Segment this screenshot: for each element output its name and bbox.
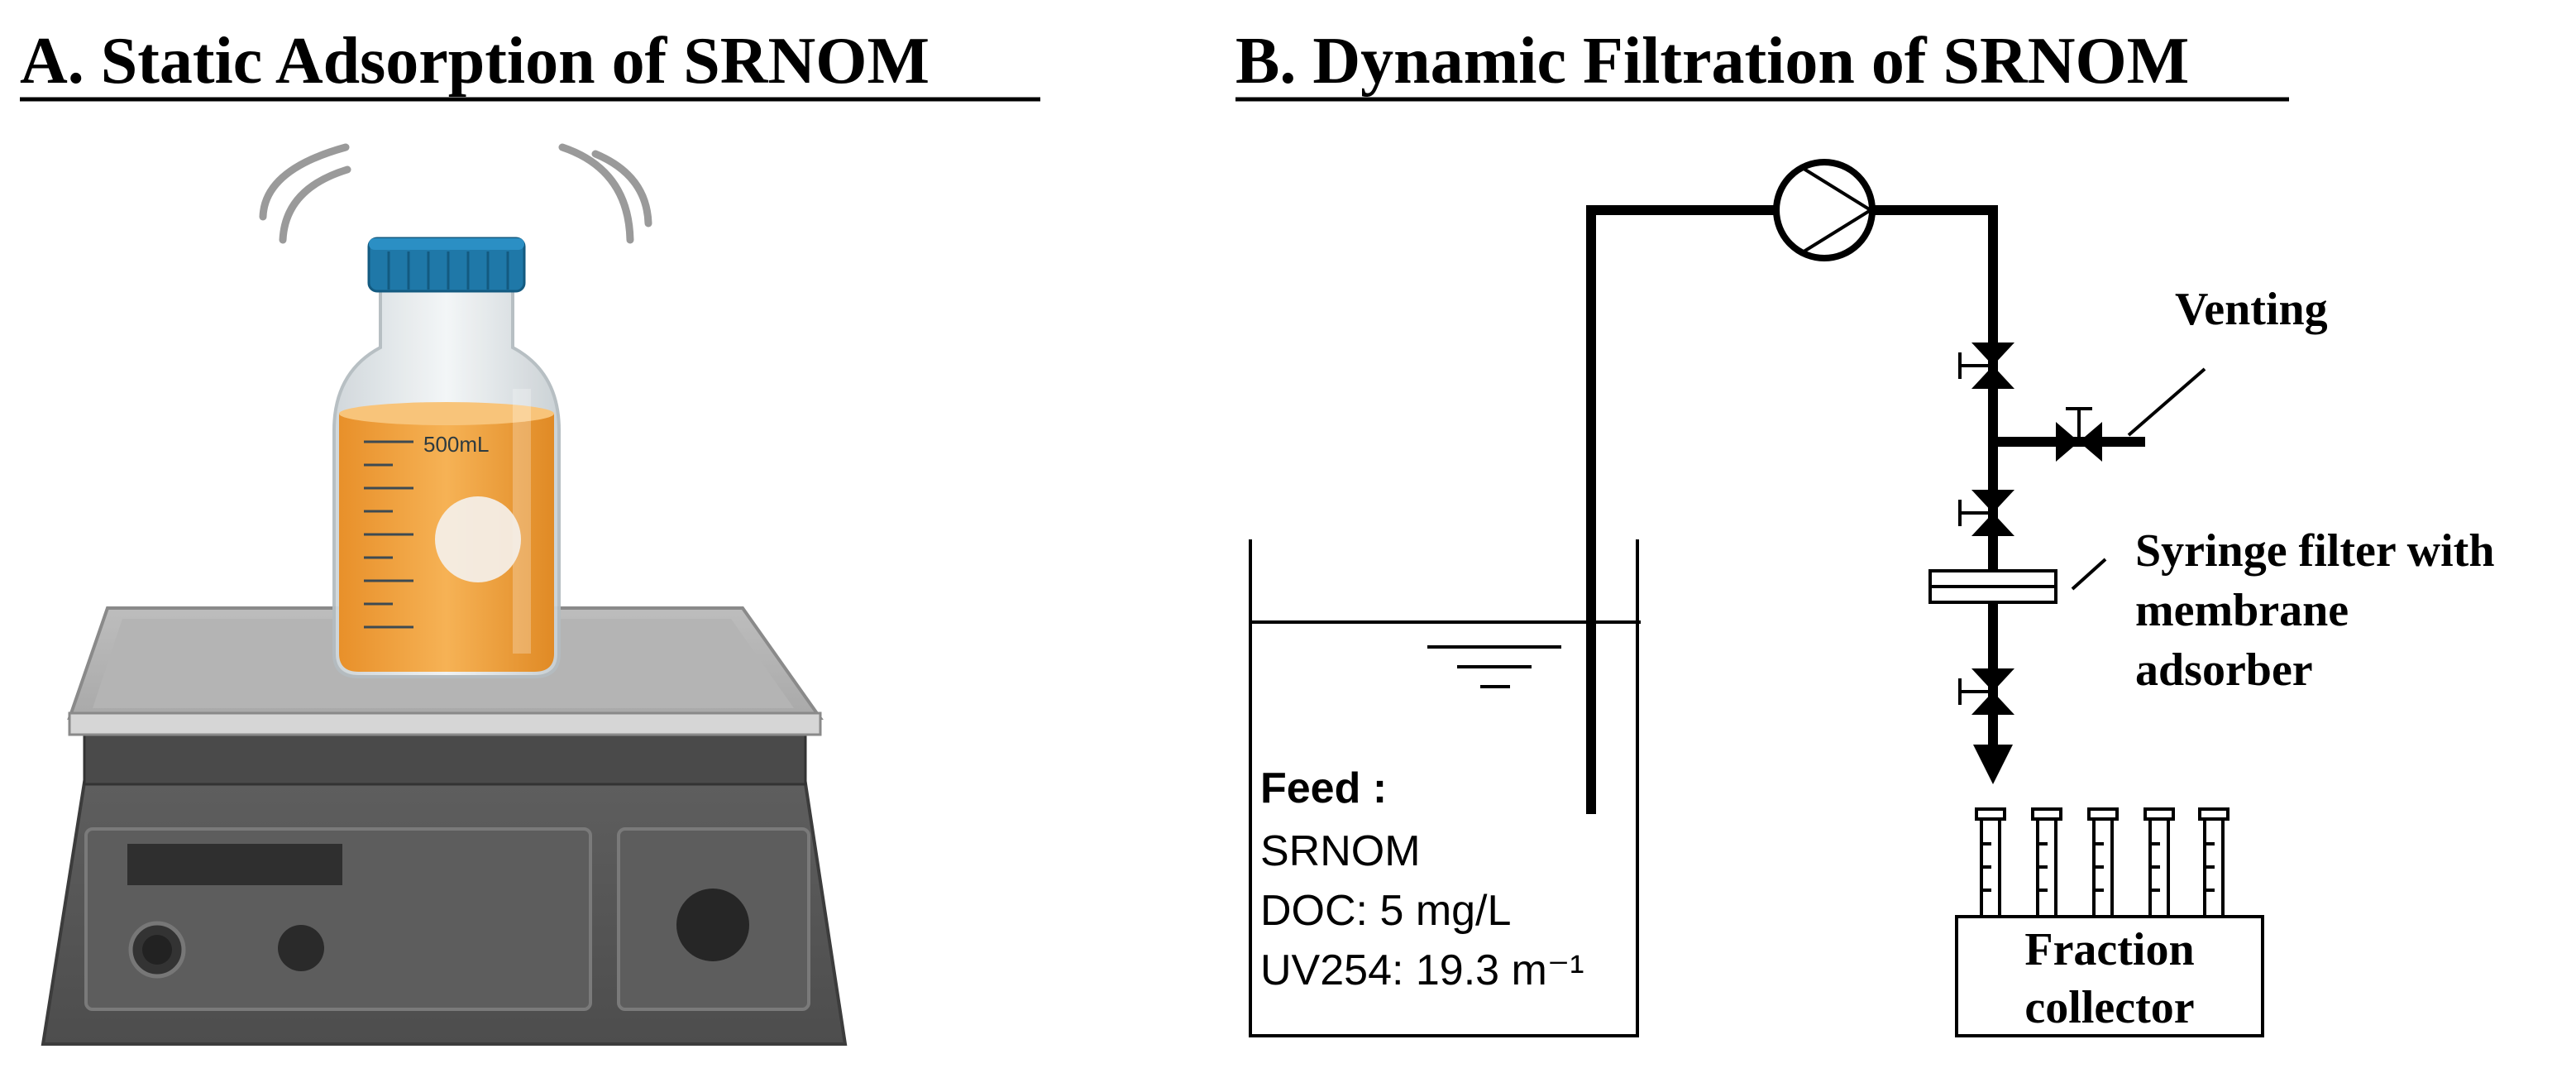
venting-valve-icon	[2056, 407, 2102, 462]
valve-2-icon	[1958, 490, 2014, 536]
tubing	[1586, 205, 2145, 814]
valve-3-icon	[1958, 668, 2014, 715]
bottle-icon: 500mL	[332, 237, 561, 678]
feed-line-3: UV254: 19.3 m⁻¹	[1260, 946, 1584, 994]
collector-label-line-2: collector	[2024, 982, 2194, 1033]
venting-label: Venting	[2175, 284, 2328, 335]
filter-leader-line	[2071, 558, 2107, 591]
feed-heading: Feed :	[1260, 764, 1387, 812]
syringe-filter-icon	[1928, 569, 2057, 604]
water-level-icon	[1427, 645, 1561, 688]
feed-line-1: SRNOM	[1260, 827, 1421, 875]
panel-b-title: B. Dynamic Filtration of SRNOM	[1235, 25, 2189, 98]
shake-motion-icon	[259, 143, 652, 244]
feed-line-2: DOC: 5 mg/L	[1260, 887, 1511, 935]
venting-leader-line	[2127, 367, 2206, 437]
panel-a-title: A. Static Adsorption of SRNOM	[20, 25, 930, 98]
speed-knob-icon	[676, 889, 749, 961]
pump-icon	[1773, 159, 1876, 261]
display-screen	[127, 844, 342, 885]
fraction-collector: Fraction collector	[1955, 807, 2264, 1037]
collection-tubes	[1975, 807, 2230, 918]
filter-label-line-2: membrane	[2135, 585, 2349, 636]
magnetic-stirrer	[41, 606, 848, 1046]
flow-arrow-icon	[1973, 745, 2013, 784]
feed-tank	[1249, 539, 1641, 1037]
filter-label-line-3: adsorber	[2135, 644, 2313, 696]
button-icon	[278, 925, 324, 971]
valve-1-icon	[1958, 342, 2014, 389]
collector-label-line-1: Fraction	[2024, 924, 2194, 975]
bottle-volume-label: 500mL	[423, 432, 490, 457]
filter-label-line-1: Syringe filter with	[2135, 525, 2494, 577]
